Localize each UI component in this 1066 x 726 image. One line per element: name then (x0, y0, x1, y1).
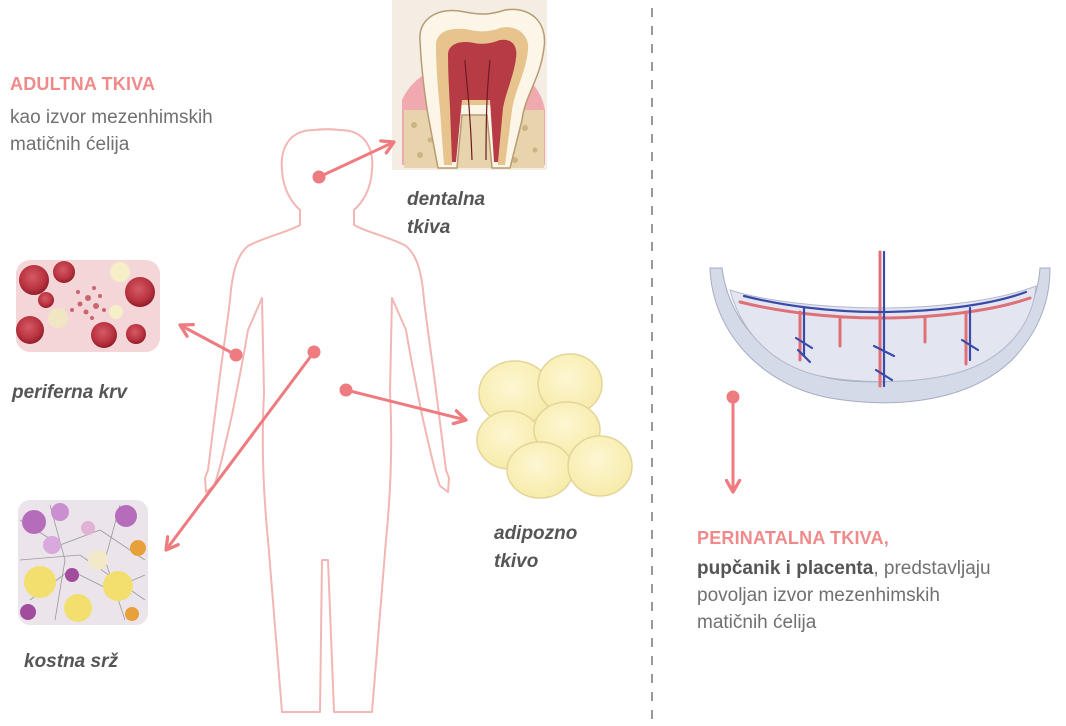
tooth-illustration (392, 0, 547, 170)
dental-tissue-label: dentalna tkiva (407, 186, 485, 242)
perinatal-tissues-description: pupčanik i placenta, predstavljaju povol… (697, 555, 1065, 636)
adult-tissues-heading: ADULTNA TKIVA (10, 74, 155, 95)
umbilical-cord-placenta-bold: pupčanik i placenta (697, 558, 873, 579)
adipose-label-line1: adipozno (494, 520, 577, 548)
perinatal-description-line3: matičnih ćelija (697, 609, 1065, 636)
dental-label-line2: tkiva (407, 214, 485, 242)
placenta-illustration (710, 252, 1050, 403)
adult-description-line2: matičnih ćelija (10, 131, 213, 158)
dental-label-line1: dentalna (407, 186, 485, 214)
perinatal-description-line2: povoljan izvor mezenhimskih (697, 582, 1065, 609)
bone-marrow-illustration (18, 500, 148, 625)
perinatal-description-line1: pupčanik i placenta, predstavljaju (697, 555, 1065, 582)
adipose-tissue-label: adipozno tkivo (494, 520, 577, 576)
perinatal-description-rest: , predstavljaju (873, 558, 990, 579)
perinatal-tissues-heading: PERINATALNA TKIVA, (697, 528, 889, 549)
blood-cells-illustration (16, 260, 160, 352)
adult-tissues-description: kao izvor mezenhimskih matičnih ćelija (10, 104, 213, 158)
arrow-placenta-down (727, 391, 740, 493)
bone-marrow-label: kostna srž (24, 648, 118, 676)
peripheral-blood-label: periferna krv (12, 379, 127, 407)
adult-description-line1: kao izvor mezenhimskih (10, 104, 213, 131)
adipose-label-line2: tkivo (494, 548, 577, 576)
fat-cells-illustration (477, 354, 632, 498)
